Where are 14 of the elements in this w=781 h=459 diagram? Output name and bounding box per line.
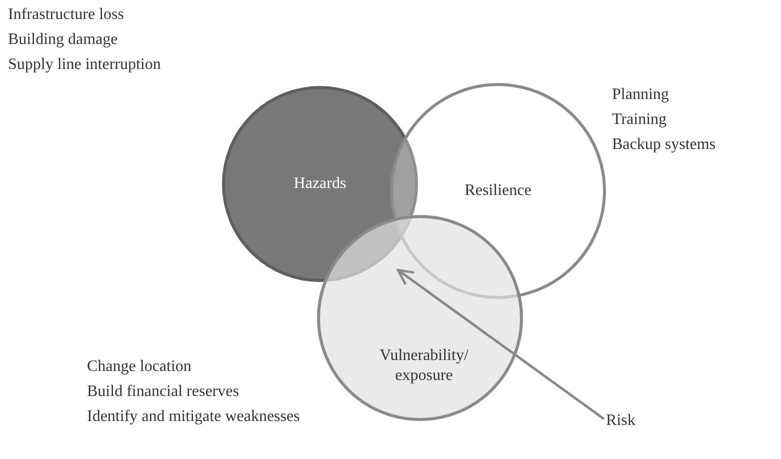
circle-label: Resilience (464, 181, 532, 201)
list-item: Supply line interruption (8, 55, 161, 75)
arrow (396, 268, 605, 420)
annotation-label: Risk (606, 411, 636, 431)
list-item: Planning (612, 85, 669, 105)
list-item: Infrastructure loss (8, 5, 124, 25)
list-item: Backup systems (612, 135, 716, 155)
list-item: Build financial reserves (87, 382, 239, 402)
circle-label: Vulnerability/ exposure (378, 346, 470, 386)
circle-label: Hazards (292, 174, 348, 194)
list-item: Training (612, 110, 667, 130)
list-item: Identify and mitigate weaknesses (87, 407, 300, 427)
list-item: Change location (87, 357, 192, 377)
list-item: Building damage (8, 30, 118, 50)
